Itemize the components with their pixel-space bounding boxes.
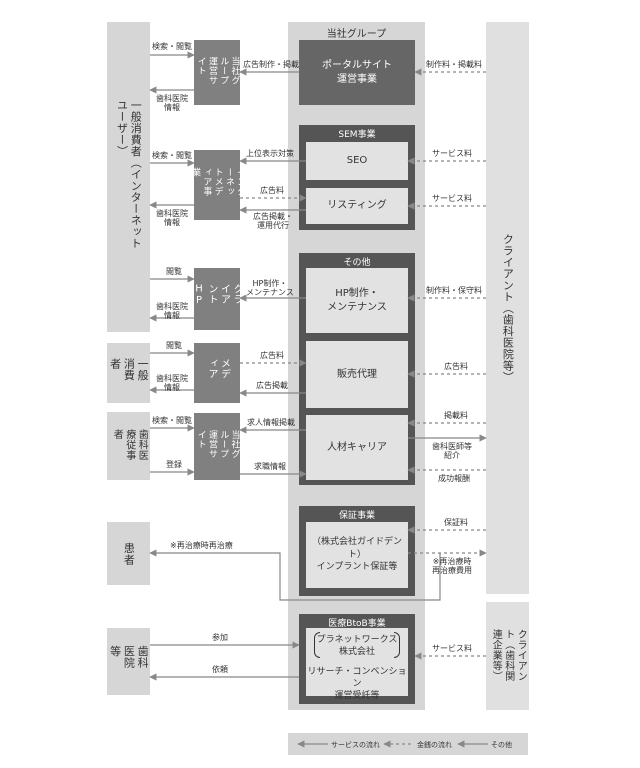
portal-site-label: 当社グループ運営サイト [195,56,240,85]
btob-bracket-left [314,632,320,658]
label-ad-fee-3: 広告料 [444,362,468,371]
media-node: メディア [194,343,240,403]
patient-label: 患者 [122,542,136,565]
label-service-fee-3: サービス料 [432,644,472,653]
label-guarantee-fee: 保証料 [444,518,468,527]
career-node: 人材キャリア [306,415,408,480]
internet-media-node: インターネットメディア事業 [190,150,245,220]
btob-title: 医療BtoB事業 [328,619,386,629]
label-production-maintenance-fee: 制作料・保守料 [426,286,482,295]
label-top-display: 上位表示対策 [246,149,294,158]
recruit-site-label: 当社グループ運営サイト [195,429,240,459]
hp-maintenance-node: HP制作・ メンテナンス [306,268,408,333]
patient: 患者 [107,522,150,585]
legend-other-label: その他 [491,741,512,749]
btob-company-label: プラネットワークス 株式会社 [316,635,398,658]
listing-node: リスティング [306,188,408,224]
client-dental-label: クライアント（歯科医院等） [501,233,515,383]
listing-label: リスティング [327,200,387,211]
dental-clinic-label: 歯科医院等 [108,644,150,668]
label-clinic-info-2: 歯科医院 情報 [156,209,188,228]
btob-service-label: リサーチ・コンベンション 運営受託等 [307,667,407,702]
label-clinic-info-4: 歯科医院 情報 [156,374,188,393]
dental-clinic: 歯科医院等 [107,628,150,695]
label-participation: 参加 [212,633,228,642]
btob-node: プラネットワークス 株式会社 リサーチ・コンベンション 運営受託等 [306,628,408,701]
label-search-view-3: 検索・閲覧 [152,416,192,425]
label-success-fee: 成功報酬 [438,474,470,483]
label-ad-fee-1: 広告料 [260,186,284,195]
label-service-fee-1: サービス料 [432,149,472,158]
legend-lines [297,740,488,748]
label-ad-listing: 広告掲載 [256,381,288,390]
btob-bracket-right [394,632,400,658]
label-clinic-info-1: 歯科医院 情報 [156,94,188,113]
label-search-view-2: 検索・閲覧 [152,151,192,160]
label-hp-production: HP制作・ メンテナンス [246,279,294,298]
legend-money-label: 金銭の流れ [417,741,452,749]
label-ad-fee-2: 広告料 [260,351,284,360]
portal-site-node: 当社グループ運営サイト [194,40,240,105]
other-title: その他 [343,258,371,268]
client-dental: クライアント（歯科医院等） [486,22,529,594]
label-retreatment: ※再治療時再治療 [170,541,233,550]
label-view-2: 閲覧 [166,341,182,350]
consumer-internet-user: 一般消費者（インターネットユーザー） [107,22,150,332]
group-title: 当社グループ [326,29,387,40]
media-label: メディア [206,358,230,379]
client-hp-label: クライアントHP [193,283,243,307]
label-search-view-1: 検索・閲覧 [152,42,192,51]
label-service-fee-2: サービス料 [432,194,472,203]
consumer-internet-user-label: 一般消費者（インターネットユーザー） [115,99,143,250]
career-label: 人材キャリア [327,441,387,453]
label-job-info: 求職情報 [254,462,286,471]
label-job-posting: 求人情報掲載 [247,418,295,427]
label-production-fee: 制作料・掲載料 [426,60,482,69]
portal-business: ポータルサイト 運営事業 [299,40,415,105]
hp-maintenance-label: HP制作・ メンテナンス [327,287,387,313]
label-ad-operation: 広告掲載・ 運用代行 [253,212,293,231]
client-corp: クライアント（歯科関連企業等） [486,602,529,710]
portal-business-label: ポータルサイト 運営事業 [322,59,392,85]
label-listing-fee: 掲載料 [444,411,468,420]
label-clinic-info-3: 歯科医院 情報 [156,302,188,321]
guarantee-title: 保証事業 [338,511,375,521]
general-consumer-label: 一般消費者 [108,358,150,381]
legend: サービスの流れ 金銭の流れ その他 [288,733,528,755]
dental-staff: 歯科医療従事者 [107,412,150,480]
client-hp-node: クライアントHP [193,268,243,330]
guarantee-node: （株式会社ガイドデント） インプラント保証等 [306,522,408,588]
dental-staff-label: 歯科医療従事者 [111,429,148,461]
legend-service-label: サービスの流れ [331,741,380,749]
label-view-1: 閲覧 [166,267,182,276]
label-ad-production: 広告制作・掲載 [243,60,299,69]
sales-agency-node: 販売代理 [306,341,408,408]
seo-label: SEO [346,155,368,166]
recruit-site-node: 当社グループ運営サイト [194,413,240,480]
guarantee-label: （株式会社ガイドデント） インプラント保証等 [311,537,402,573]
label-register: 登録 [166,460,182,469]
label-referral: 歯科医師等 紹介 [432,442,472,461]
internet-media-label: インターネットメディア事業 [190,167,246,197]
sem-title: SEM事業 [338,130,376,140]
label-retreatment-cost: ※再治療時 再治療費用 [432,557,472,576]
sales-agency-label: 販売代理 [337,368,377,380]
client-corp-label: クライアント（歯科関連企業等） [490,629,527,682]
label-request: 依頼 [212,665,228,674]
seo-node: SEO [306,142,408,180]
general-consumer: 一般消費者 [107,343,150,403]
